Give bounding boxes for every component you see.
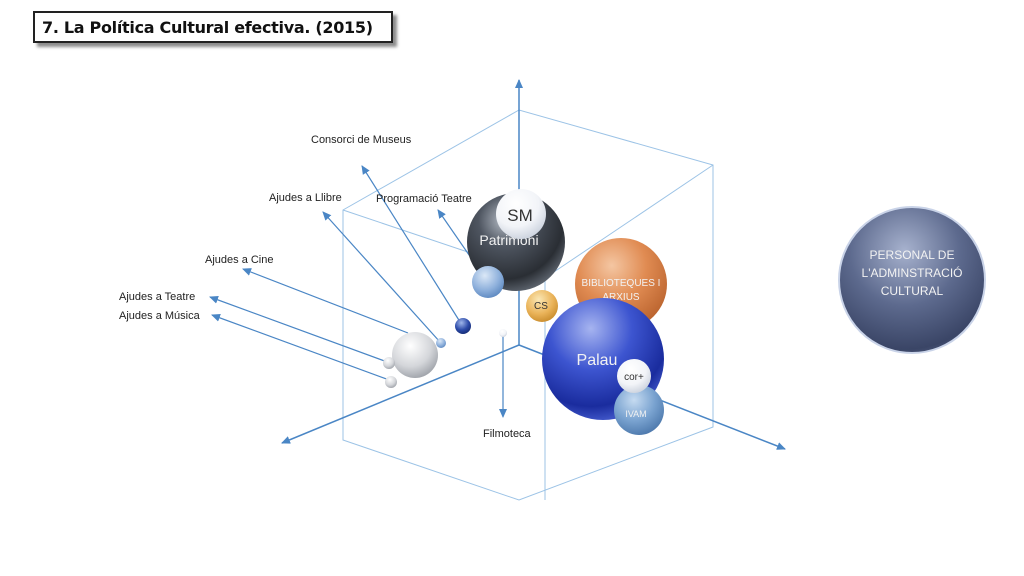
bubble-ajudes-llibre	[436, 338, 446, 348]
label-programacio-teatre: Programació Teatre	[376, 193, 472, 205]
bubble-biblioteques-label-2: ARXIUS	[602, 292, 640, 303]
label-ajudes-musica: Ajudes a Música	[119, 310, 201, 322]
label-ajudes-teatre: Ajudes a Teatre	[119, 291, 195, 303]
bubble-programacio-teatre	[472, 266, 504, 298]
label-ajudes-cine: Ajudes a Cine	[205, 254, 274, 266]
slide-title-box: 7. La Política Cultural efectiva. (2015)	[33, 11, 393, 43]
bubble-cs-label: CS	[534, 301, 548, 312]
slide-title: 7. La Política Cultural efectiva. (2015)	[42, 17, 373, 37]
bubble-palau-label: Palau	[577, 352, 618, 369]
bubble-personal-label-3: CULTURAL	[881, 284, 944, 298]
bubble-ajudes-cine	[392, 332, 438, 378]
bubble-sm-label: SM	[507, 206, 533, 225]
bubble-cor	[617, 359, 651, 393]
label-arrows	[209, 165, 507, 418]
label-ajudes-llibre: Ajudes a Llibre	[269, 192, 342, 204]
label-consorci-museus: Consorci de Museus	[311, 134, 412, 146]
bubble-personal-label-1: PERSONAL DE	[870, 248, 955, 262]
bubble-biblioteques-label-1: BIBLIOTEQUES I	[582, 278, 661, 289]
label-filmoteca: Filmoteca	[483, 428, 532, 440]
bubble-personal-label-2: L'ADMINSTRACIÓ	[862, 265, 963, 280]
bubble-ivam-label: IVAM	[625, 409, 646, 419]
bubble-ivam	[614, 385, 664, 435]
bubble-consorci-museus	[455, 318, 471, 334]
bubble-sm	[496, 189, 546, 239]
bubble-cor-label: cor+	[624, 372, 644, 383]
bubble-filmoteca	[499, 329, 507, 337]
bubble-cs	[526, 290, 558, 322]
bubble-ajudes-teatre	[383, 357, 395, 369]
bubble-ajudes-musica	[385, 376, 397, 388]
bubble-personal-administracio	[838, 206, 986, 354]
